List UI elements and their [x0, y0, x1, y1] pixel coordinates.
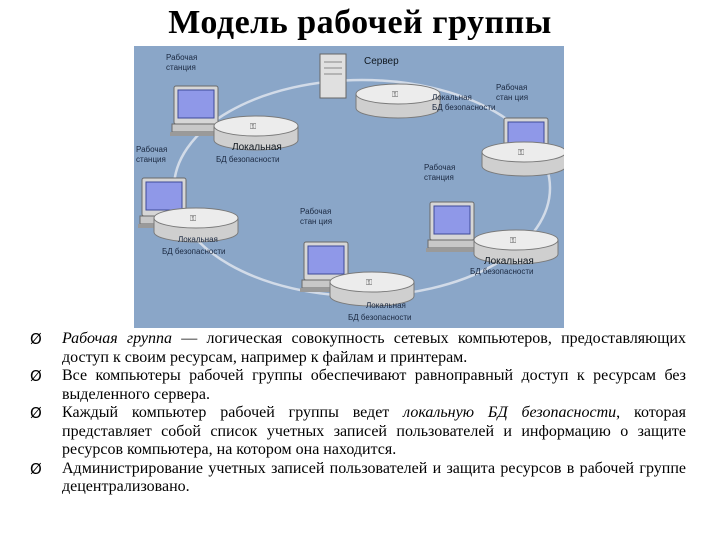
diagram-label: БД безопасности: [216, 155, 279, 164]
diagram-label: Рабочая: [424, 163, 455, 172]
bullet-item: Ø Все компьютеры рабочей группы обеспечив…: [30, 367, 686, 404]
server-disk: [356, 84, 440, 118]
server-db-label: Локальная: [432, 93, 472, 102]
diagram-label: Рабочая: [496, 83, 527, 92]
diagram-label: Рабочая: [136, 145, 167, 154]
bullet-text: локальную БД безопасности: [403, 404, 616, 421]
bullet-marker-icon: Ø: [30, 330, 42, 349]
diagram-label: станция: [136, 155, 166, 164]
bullet-item: Ø Администрирование учетных записей польз…: [30, 460, 686, 497]
workstation-4: [426, 202, 478, 252]
page-title: Модель рабочей группы: [0, 4, 720, 42]
diagram-label: Локальная: [484, 256, 534, 267]
diagram-label: станция: [166, 63, 196, 72]
server-label: Сервер: [364, 56, 399, 67]
diagram-label: Рабочая: [166, 53, 197, 62]
server-db-label-2: БД безопасности: [432, 103, 495, 112]
server: [320, 54, 346, 98]
diagram-label: станция: [424, 173, 454, 182]
bullet-item: Ø Каждый компьютер рабочей группы ведет л…: [30, 404, 686, 460]
bullet-marker-icon: Ø: [30, 404, 42, 423]
diagram-label: Локальная: [232, 142, 282, 153]
diagram-label: Локальная: [178, 235, 218, 244]
bullet-text: Администрирование учетных записей пользо…: [62, 460, 686, 496]
bullet-marker-icon: Ø: [30, 367, 42, 386]
diagram-label: БД безопасности: [470, 267, 533, 276]
db-disk-3: [482, 142, 564, 176]
diagram-label: стан ция: [496, 93, 528, 102]
diagram-label: стан ция: [300, 217, 332, 226]
diagram-label: БД безопасности: [348, 313, 411, 322]
bullet-text: Все компьютеры рабочей группы обеспечива…: [62, 367, 686, 403]
bullet-text: Рабочая группа: [62, 330, 172, 347]
diagram-label: БД безопасности: [162, 247, 225, 256]
diagram-label: Локальная: [366, 301, 406, 310]
bullet-marker-icon: Ø: [30, 460, 42, 479]
bullet-text: Каждый компьютер рабочей группы ведет: [62, 404, 403, 421]
diagram-label: Рабочая: [300, 207, 331, 216]
workgroup-diagram: ⚿ Сервер Локальная БД безопасности Рабоч…: [134, 46, 564, 328]
